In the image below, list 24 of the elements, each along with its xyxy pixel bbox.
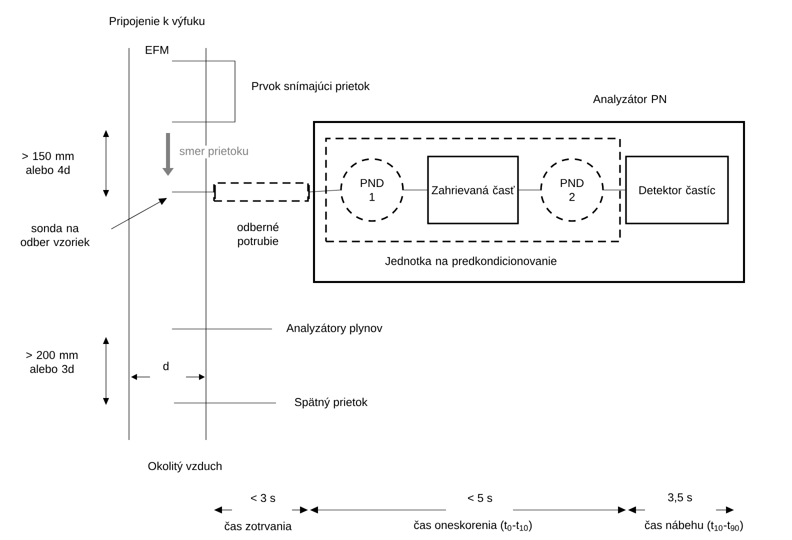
time-label: < 3 s: [251, 494, 276, 502]
dimension-label: > 150 mm alebo 4d: [22, 152, 74, 174]
heated-section-box: Zahrievaná časť: [427, 156, 519, 224]
detector-box: Detektor častíc: [625, 156, 729, 224]
time-label: čas oneskorenia (t$_{0}$-t$_{10}$): [414, 520, 532, 532]
time-label: čas nábehu (t$_{10}$-t$_{90}$): [644, 520, 743, 532]
unit-label: Jednotka na predkondicionovanie: [385, 256, 556, 268]
dimension-label: > 200 mm alebo 3d: [26, 350, 78, 374]
connection-label: Pripojenie k výfuku: [110, 16, 204, 28]
time-label: čas zotrvania: [224, 522, 292, 530]
flow-sensor-label: Prvok snímajúci prietok: [252, 82, 370, 92]
flow-direction-label: smer prietoku: [178, 146, 250, 158]
leader-arrow: [111, 198, 167, 230]
analyzer-title: Analyzátor PN: [593, 94, 666, 106]
gas-analyzers-label: Analyzátory plynov: [286, 324, 382, 334]
connector-line: [308, 190, 340, 192]
probe-label: sonda na odber vzoriek: [20, 224, 90, 246]
dimension-label: d: [163, 362, 168, 370]
ambient-air-label: Okolitý vzduch: [148, 462, 222, 472]
backflow-label: Spätný prietok: [294, 398, 368, 408]
time-label: 3,5 s: [668, 493, 692, 503]
tube-label: odberné potrubie: [237, 222, 278, 248]
efm-label: EFM: [146, 46, 168, 54]
time-label: < 5 s: [468, 494, 492, 502]
